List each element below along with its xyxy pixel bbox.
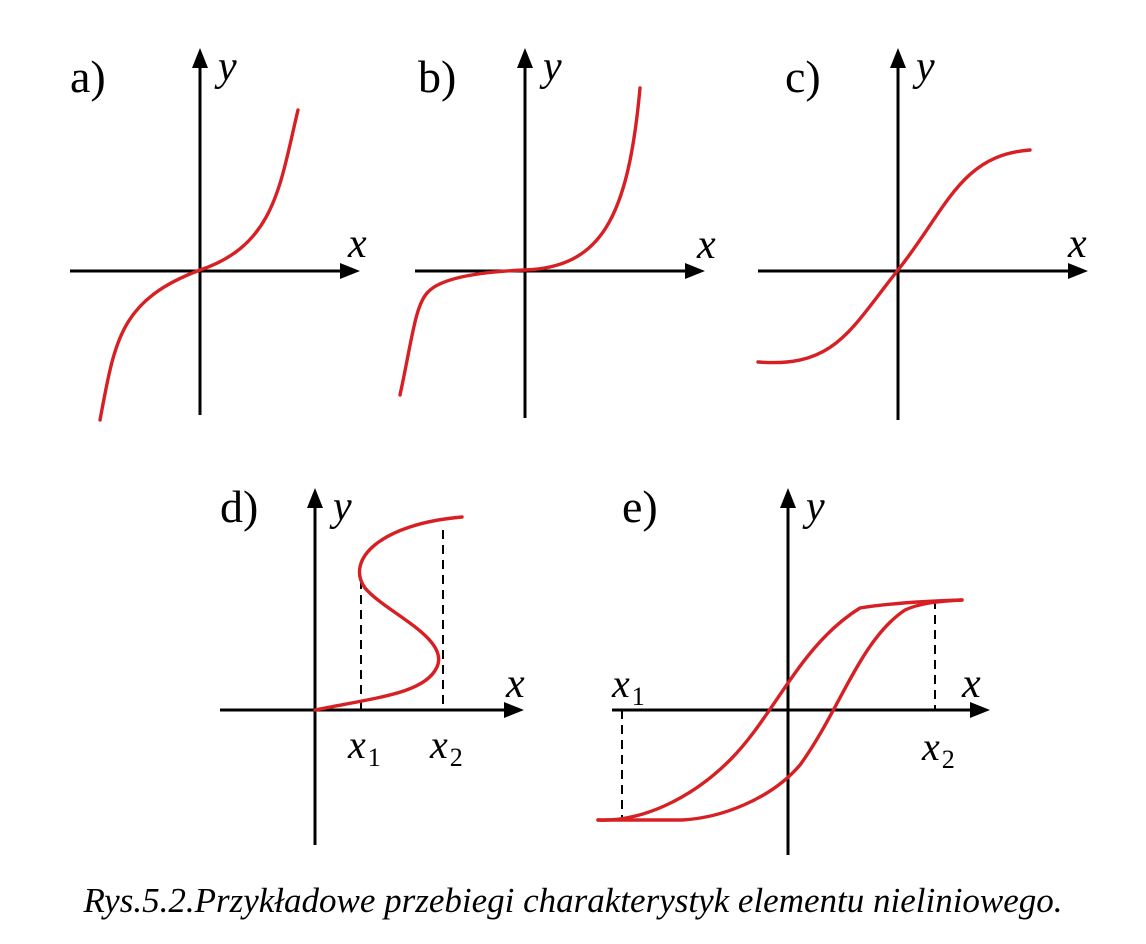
- panel-d-y-arrow: [307, 488, 323, 508]
- panel-b: b) y x: [398, 44, 716, 418]
- panel-c-x-arrow: [1068, 263, 1088, 279]
- panel-d-x2-label: x2: [429, 722, 463, 772]
- panel-e-descending-branch: [596, 598, 964, 822]
- figure-caption: Rys.5.2.Przykładowe przebiegi charaktery…: [82, 881, 1062, 920]
- panel-a-x-label: x: [347, 221, 367, 267]
- panel-a-curve: [98, 108, 300, 422]
- panel-e-x-label: x: [961, 661, 981, 707]
- panel-c-curve: [756, 148, 1032, 365]
- panel-e-x-arrow: [970, 702, 990, 718]
- panel-b-y-label: y: [539, 44, 562, 90]
- panel-d-x1-label: x1: [347, 722, 381, 772]
- panel-e: e) y x x1 x2: [596, 481, 990, 855]
- panel-d: d) y x x1 x2: [220, 481, 525, 845]
- panel-e-y-arrow: [780, 488, 796, 508]
- panel-d-x-label: x: [505, 661, 525, 707]
- panel-e-x2-label: x2: [921, 724, 955, 774]
- panel-e-ascending-branch: [596, 598, 964, 822]
- panel-a-y-label: y: [214, 44, 237, 90]
- panel-e-label: e): [622, 481, 658, 532]
- panel-c-label: c): [785, 51, 821, 102]
- panel-b-x-label: x: [696, 222, 716, 268]
- panel-b-y-arrow: [517, 48, 533, 68]
- panel-c-x-label: x: [1067, 221, 1087, 267]
- panel-b-label: b): [418, 51, 456, 102]
- panel-c-y-label: y: [912, 44, 935, 90]
- panel-d-y-label: y: [329, 484, 352, 530]
- panel-e-y-label: y: [802, 484, 825, 530]
- panel-a-label: a): [70, 51, 106, 102]
- panel-d-curve: [313, 515, 464, 712]
- panel-d-label: d): [220, 481, 258, 532]
- panel-c: c) y x: [756, 44, 1088, 420]
- panel-b-curve: [398, 86, 642, 397]
- panel-b-x-arrow: [685, 263, 705, 279]
- panel-d-x-arrow: [504, 702, 524, 718]
- panel-c-y-arrow: [890, 48, 906, 68]
- panel-a: a) y x: [70, 44, 367, 422]
- panel-a-x-arrow: [340, 263, 360, 279]
- panel-e-x1-label: x1: [611, 661, 645, 711]
- panel-a-y-arrow: [192, 48, 208, 68]
